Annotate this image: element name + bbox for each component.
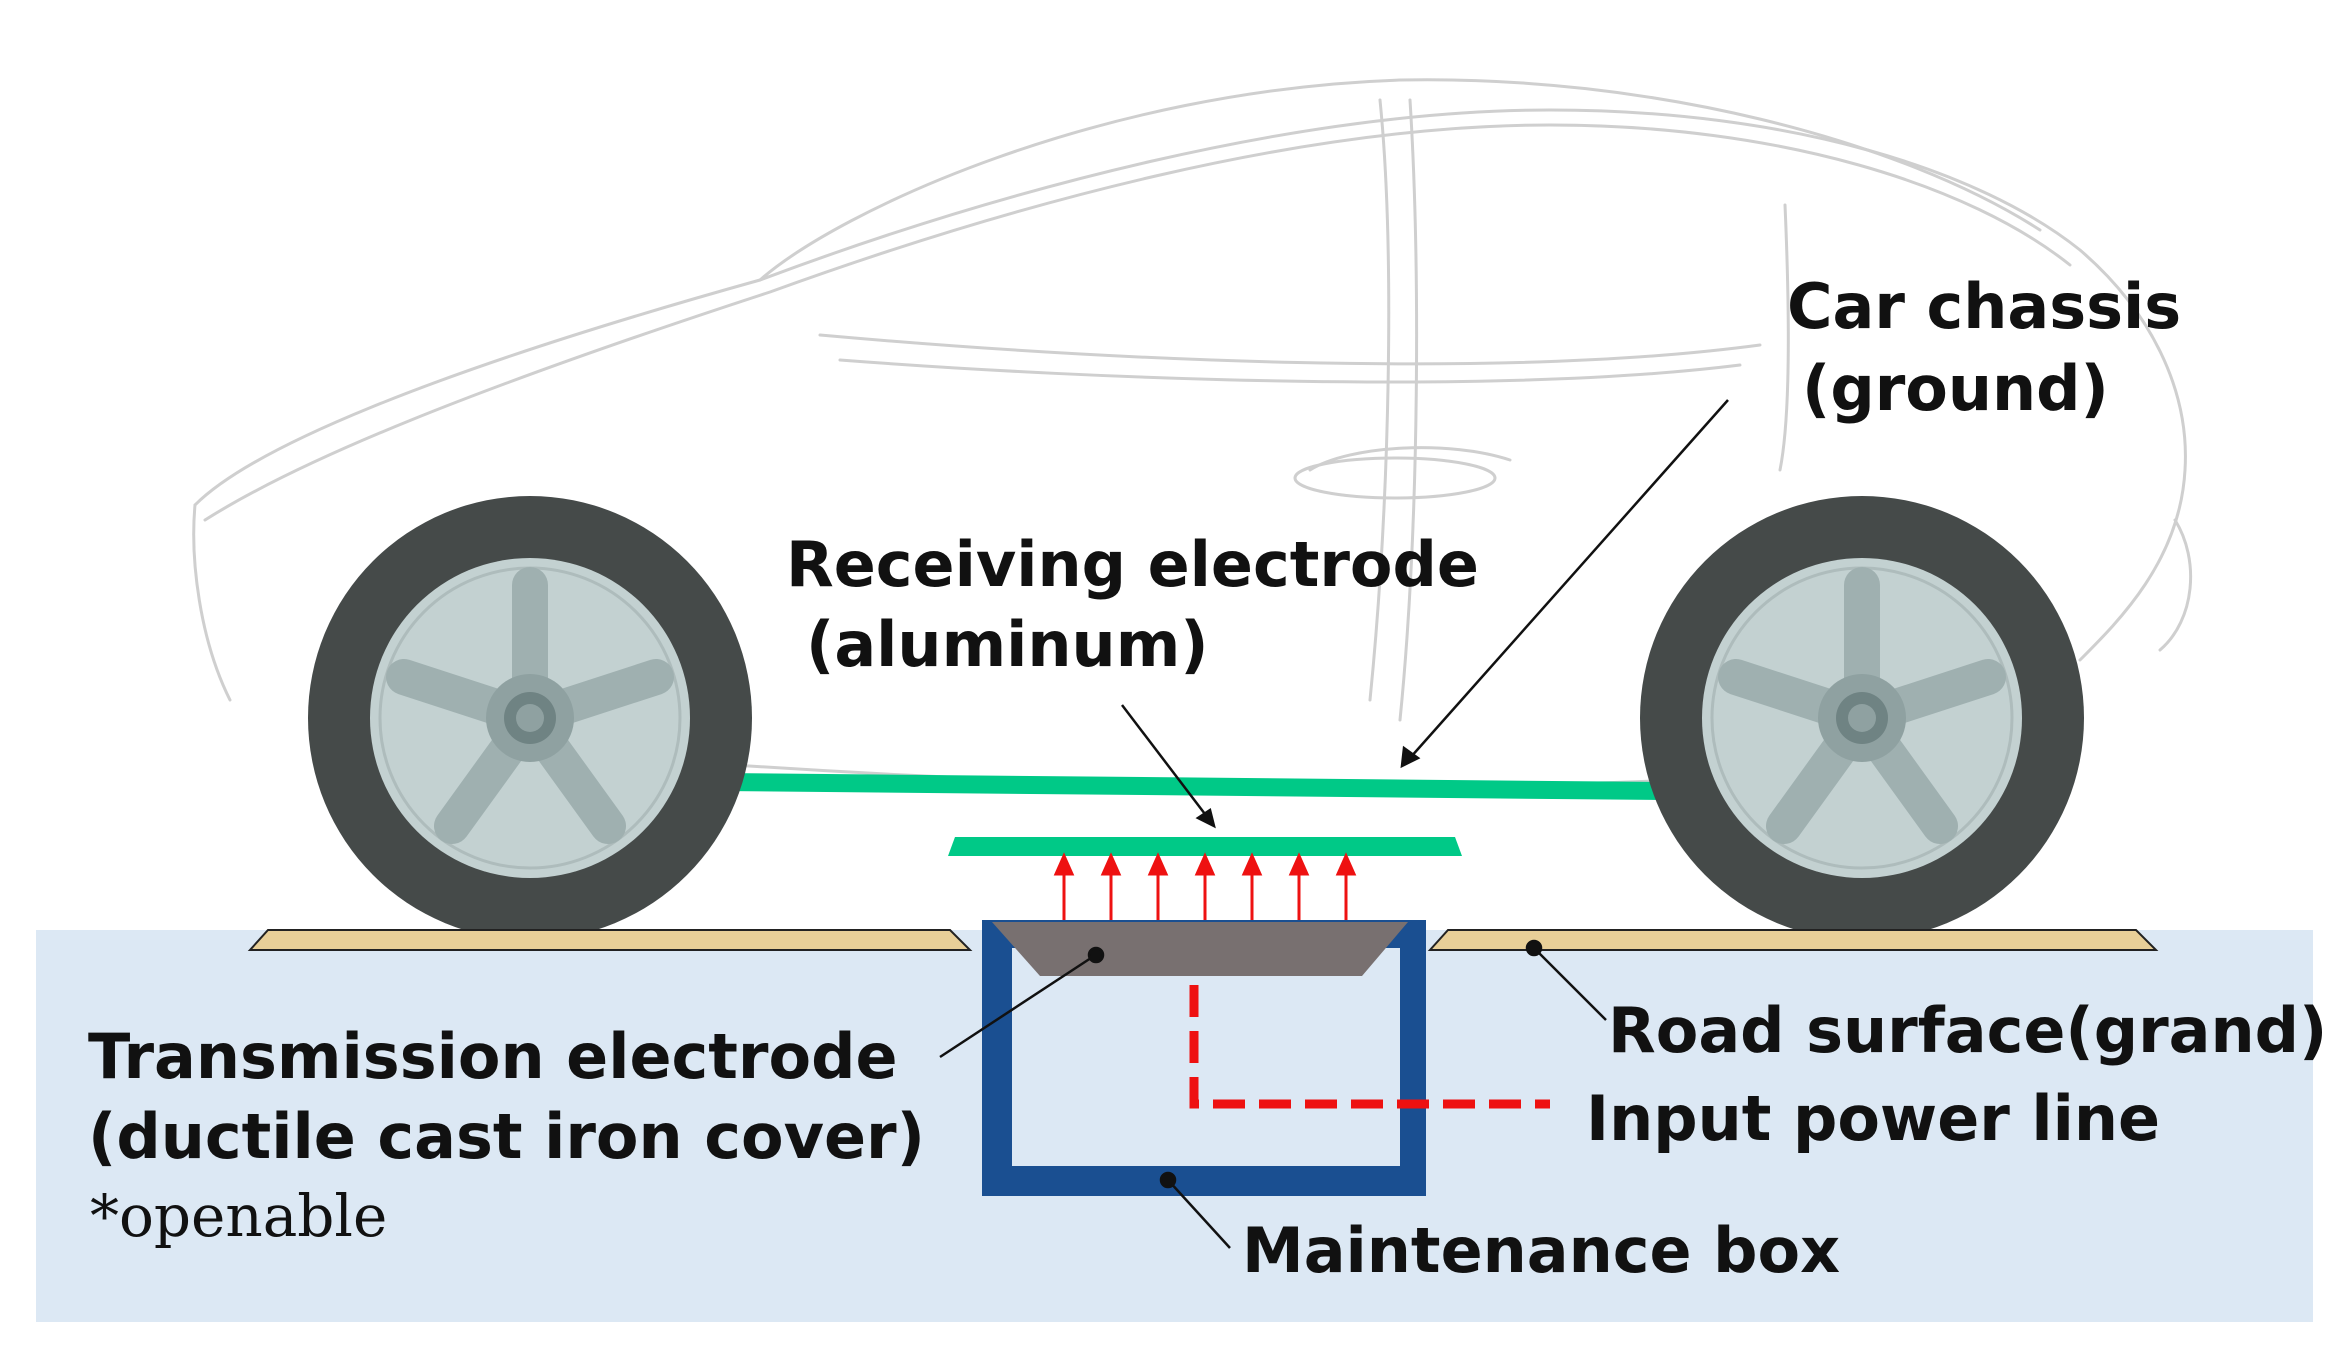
car-outline-icon bbox=[192, 78, 2193, 788]
chassis-plate bbox=[720, 773, 1660, 800]
road-pad-right bbox=[1427, 929, 2159, 951]
receiving-electrode-label: Receiving electrode bbox=[786, 528, 1479, 601]
input-power-label: Input power line bbox=[1586, 1082, 2160, 1155]
openable-note: *openable bbox=[90, 1182, 387, 1250]
road-surface-label: Road surface(grand) bbox=[1608, 994, 2327, 1067]
leader-lines bbox=[939, 399, 1729, 1249]
maintenance-box-label: Maintenance box bbox=[1242, 1214, 1840, 1287]
field-arrows bbox=[1053, 852, 1357, 920]
car-chassis-label: Car chassis bbox=[1787, 270, 2181, 343]
wheel-icon bbox=[1640, 496, 2084, 940]
receiving-electrode bbox=[948, 837, 1462, 856]
car-chassis-sublabel: (ground) bbox=[1802, 352, 2109, 425]
road-pad-left bbox=[247, 929, 973, 951]
wheel-icon bbox=[308, 496, 752, 940]
receiving-electrode-sublabel: (aluminum) bbox=[806, 608, 1209, 681]
input-power-line bbox=[1189, 985, 1550, 1109]
transmission-electrode-sublabel: (ductile cast iron cover) bbox=[88, 1100, 925, 1173]
transmission-electrode bbox=[992, 922, 1408, 976]
transmission-electrode-label: Transmission electrode bbox=[88, 1020, 898, 1093]
